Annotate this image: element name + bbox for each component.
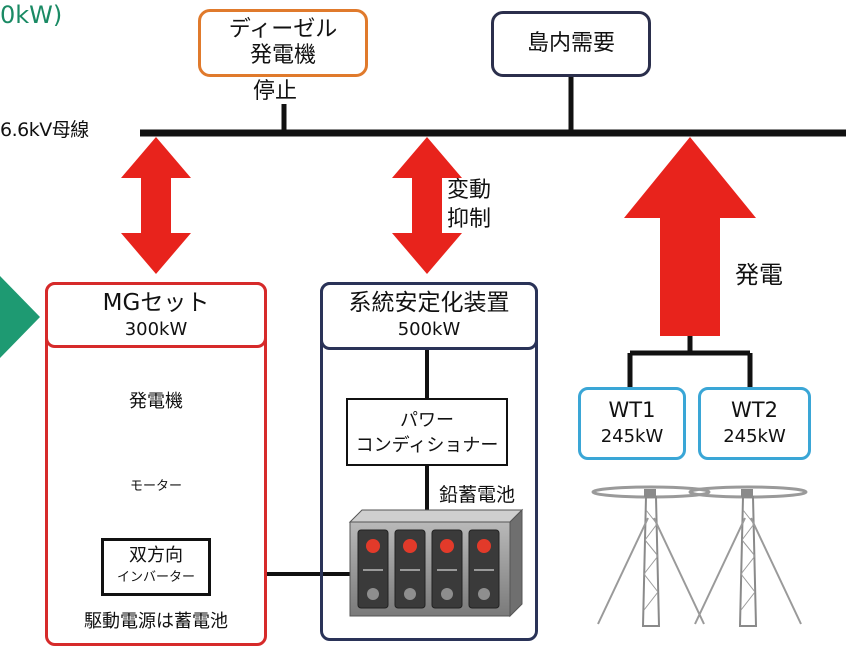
wt1-name: WT1: [608, 398, 656, 422]
wt1-capacity: 245kW: [600, 426, 664, 447]
bus-label: 6.6kV母線: [0, 119, 89, 141]
wind-turbine-2-icon: [688, 485, 808, 627]
pcs-line1: パワー: [400, 410, 454, 431]
stabilizer-link-line2: 抑制: [447, 207, 492, 232]
stabilizer-link-label: 変動 抑制: [447, 176, 491, 234]
mg-set-title-box: MGセット 300kW: [45, 282, 267, 348]
cut-caption: 0kW): [0, 1, 63, 29]
stabilizer-capacity: 500kW: [397, 319, 461, 340]
stabilizer-title: 系統安定化装置: [348, 290, 510, 316]
diesel-label-line1: ディーゼル: [228, 17, 338, 42]
island-demand-box: 島内需要: [491, 11, 651, 77]
stabilizer-title-box: 系統安定化装置 500kW: [320, 282, 538, 350]
stabilizer-link-line1: 変動: [447, 178, 492, 203]
lead-battery-icon: [348, 508, 524, 618]
mg-set-title: MGセット: [102, 290, 210, 316]
power-conditioner-box: パワー コンディショナー: [346, 398, 508, 466]
diesel-label-line2: 発電機: [249, 43, 316, 68]
inverter-line1: 双方向: [129, 545, 183, 566]
mg-double-arrow: [121, 137, 191, 274]
island-demand-label: 島内需要: [526, 31, 615, 56]
pcs-line2: コンディショナー: [355, 435, 499, 456]
wt2-name: WT2: [731, 398, 778, 422]
wind-turbine-1-icon: [591, 485, 711, 627]
pointer-triangle: [0, 276, 40, 358]
wt2-box: WT2 245kW: [698, 387, 811, 460]
mg-set-capacity: 300kW: [124, 319, 188, 340]
diesel-status-label: 停止: [251, 79, 300, 105]
wt1-box: WT1 245kW: [578, 387, 686, 460]
lead-battery-label: 鉛蓄電池: [439, 484, 516, 506]
wind-up-arrow: [624, 137, 756, 336]
diesel-generator-box: ディーゼル 発電機: [198, 9, 368, 77]
inverter-line2: インバーター: [116, 570, 195, 585]
generator-label: 発電機: [129, 391, 183, 412]
inverter-box: 双方向 インバーター: [101, 538, 211, 596]
stabilizer-double-arrow: [392, 137, 462, 274]
mg-footer-label: 駆動電源は蓄電池: [84, 611, 228, 632]
wind-link-label: 発電: [735, 261, 783, 289]
motor-label: モーター: [129, 479, 182, 494]
wt2-capacity: 245kW: [723, 426, 786, 447]
